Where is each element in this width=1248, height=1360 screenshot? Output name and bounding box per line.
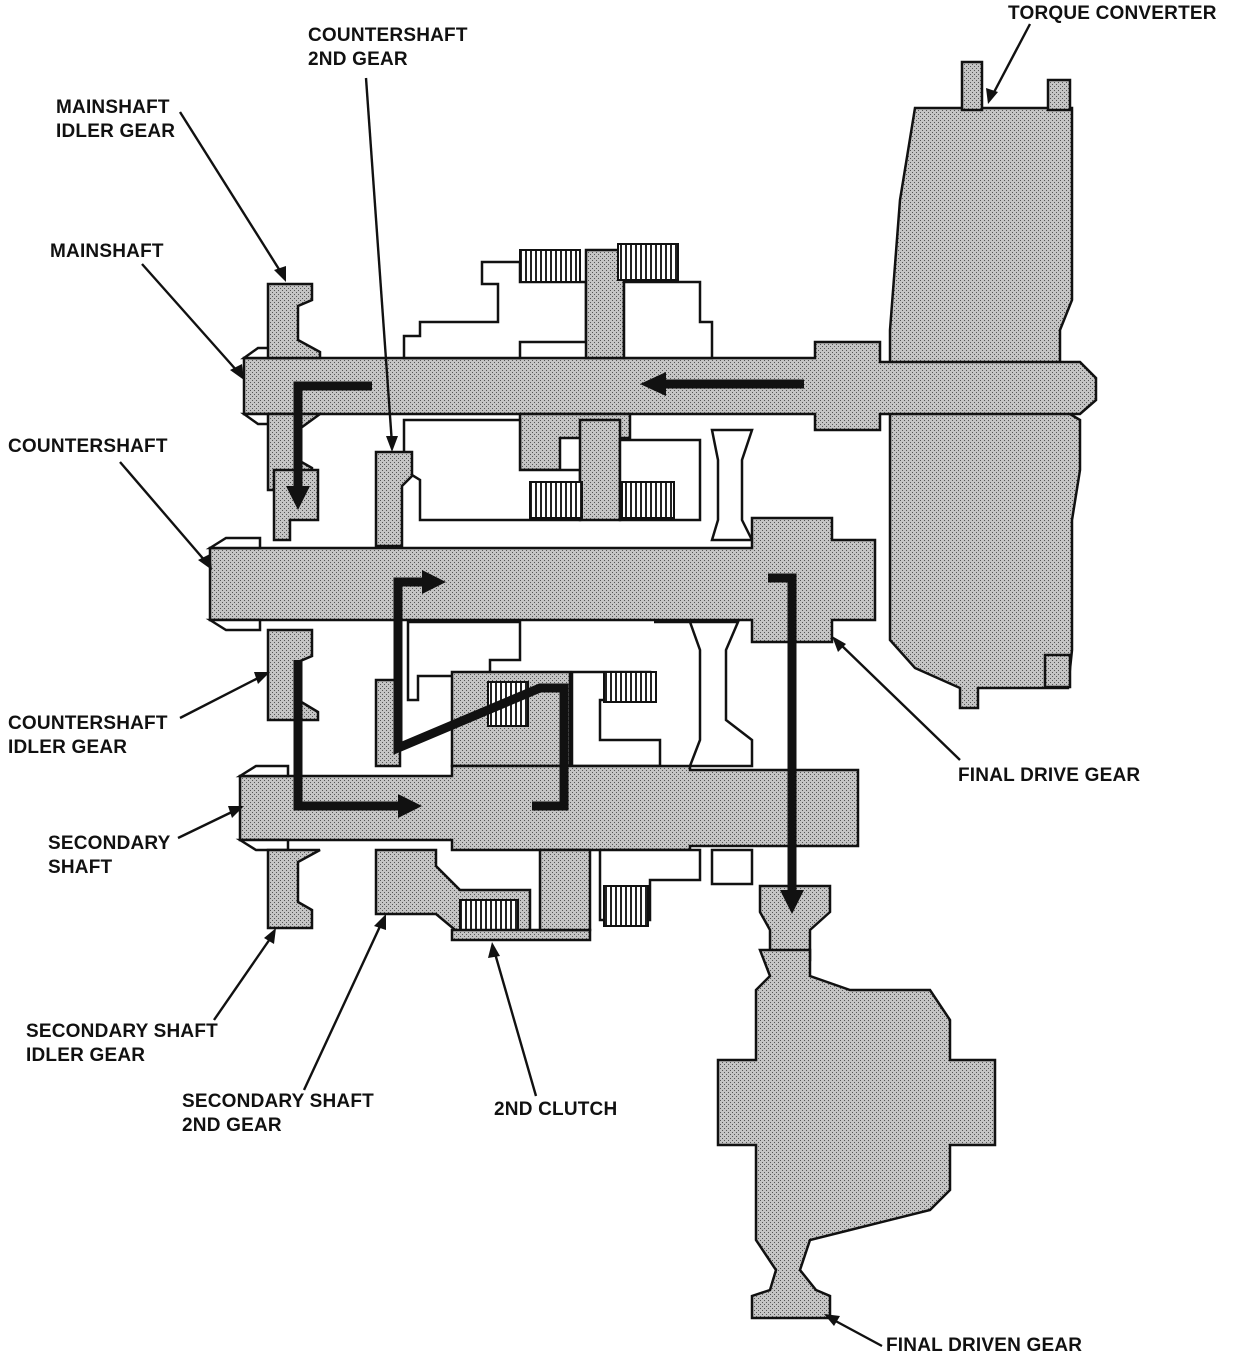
label-secondary-shaft-2nd-gear: SECONDARY SHAFT 2ND GEAR [182,1091,374,1136]
leader-lines [119,23,1032,1348]
countershaft [205,516,877,644]
label-2nd-clutch: 2ND CLUTCH [494,1099,618,1120]
label-countershaft-idler-gear: COUNTERSHAFT IDLER GEAR [8,713,168,758]
label-final-driven-gear: FINAL DRIVEN GEAR [886,1335,1083,1356]
label-secondary-shaft-idler-gear: SECONDARY SHAFT IDLER GEAR [26,1021,218,1066]
final-driven-gear-assembly [716,884,997,1320]
label-countershaft-2nd-gear: COUNTERSHAFT 2ND GEAR [308,25,468,70]
label-secondary-shaft: SECONDARY SHAFT [48,833,171,878]
secondary-shaft-idler-gear [266,848,321,930]
label-countershaft: COUNTERSHAFT [8,436,168,457]
power-flow-path [286,372,804,914]
label-torque-converter: TORQUE CONVERTER [1008,3,1217,24]
secondary-shaft-2nd-gear [374,848,754,942]
label-mainshaft-idler-gear: MAINSHAFT IDLER GEAR [56,97,176,142]
label-final-drive-gear: FINAL DRIVE GEAR [958,765,1141,786]
label-mainshaft: MAINSHAFT [50,241,164,262]
countershaft-2nd-gear [374,450,414,548]
secondary-clutch-cluster [374,620,754,768]
mainshaft-clutch-cluster [402,243,755,542]
